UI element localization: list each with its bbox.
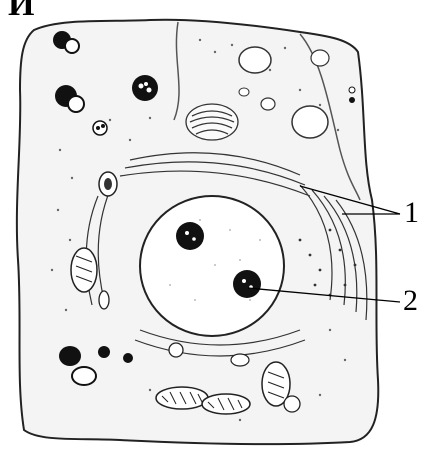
nucleolus-lower xyxy=(233,270,261,298)
callout-label-1: 1 xyxy=(404,198,419,228)
callout-label-2: 2 xyxy=(403,286,418,316)
nucleolus-upper xyxy=(176,222,204,250)
nucleus xyxy=(140,196,284,336)
corner-letter: И xyxy=(8,0,34,22)
golgi-apparatus xyxy=(186,104,238,140)
